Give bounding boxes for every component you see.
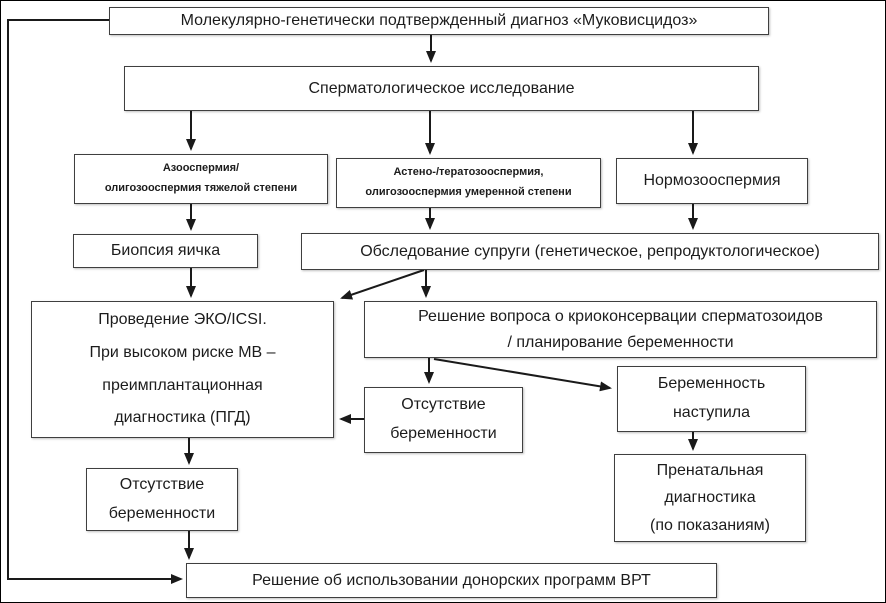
node-asthenoteratozoospermia: Астено-/тератозооспермия, олигозоосперми…: [336, 158, 601, 208]
node-wife-examination: Обследование супруги (генетическое, репр…: [301, 233, 879, 270]
node-cryopreservation-decision: Решение вопроса о криоконсервации сперма…: [364, 301, 877, 358]
node-pregnancy-occurred: Беременность наступила: [617, 366, 806, 432]
node-sperm-test: Сперматологическое исследование: [124, 66, 759, 111]
node-azoospermia: Азооспермия/ олигозооспермия тяжелой сте…: [74, 154, 328, 204]
node-diagnosis: Молекулярно-генетически подтвержденный д…: [109, 7, 769, 35]
arrow-wife-exam-to-ivf: [340, 269, 425, 300]
node-normozoospermia: Нормозооспермия: [616, 158, 808, 204]
node-no-pregnancy-mid: Отсутствие беременности: [364, 387, 523, 453]
node-no-pregnancy-left: Отсутствие беременности: [86, 468, 238, 531]
node-donor-programs-decision: Решение об использовании донорских прогр…: [186, 563, 717, 598]
node-prenatal-diagnostics: Пренатальная диагностика (по показаниям): [614, 454, 806, 542]
arrow-feedback-diagnosis-to-donor: [7, 19, 183, 584]
node-ivf-icsi: Проведение ЭКО/ICSI. При высоком риске М…: [31, 301, 334, 438]
arrow-cryo-to-pregnancy: [433, 358, 612, 392]
node-testicular-biopsy: Биопсия яичка: [73, 234, 258, 268]
